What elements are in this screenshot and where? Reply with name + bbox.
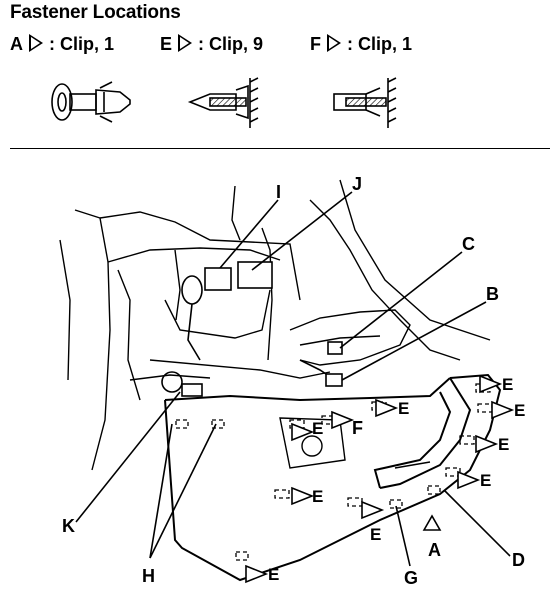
callout-j: J bbox=[352, 174, 362, 194]
clip-marker-icon bbox=[331, 410, 355, 430]
legend-key-a: A bbox=[10, 34, 23, 54]
clip-marker-icon bbox=[422, 514, 442, 531]
legend-key-e: E bbox=[160, 34, 173, 54]
legend-divider bbox=[10, 60, 550, 149]
clip-location-h3 bbox=[235, 551, 249, 561]
callout-e: E bbox=[502, 375, 513, 394]
callout-k: K bbox=[62, 516, 75, 536]
wire-harness bbox=[161, 261, 343, 397]
clip-locations bbox=[175, 383, 493, 561]
callout-e: E bbox=[312, 419, 323, 438]
legend-item-e: E : Clip, 9 bbox=[160, 34, 263, 55]
clip-f-illustration bbox=[333, 77, 397, 128]
callout-e: E bbox=[514, 401, 525, 420]
callout-e: E bbox=[480, 471, 491, 490]
callout-e: E bbox=[312, 487, 323, 506]
clip-marker-icon bbox=[291, 486, 315, 506]
clip-location-e6 bbox=[477, 403, 493, 413]
callout-c: C bbox=[462, 234, 475, 254]
clip-location-e3 bbox=[274, 489, 290, 499]
callout-e: E bbox=[498, 435, 509, 454]
clip-marker-icon bbox=[457, 470, 481, 490]
legend-text-a: : Clip, 1 bbox=[49, 34, 115, 54]
callout-a: A bbox=[428, 540, 441, 560]
callout-f: F bbox=[352, 418, 363, 438]
clip-marker-icon bbox=[491, 400, 515, 420]
clip-marker-icon bbox=[361, 500, 385, 520]
clip-marker-icon bbox=[327, 34, 341, 52]
trim-panel bbox=[164, 373, 502, 582]
leader-lines bbox=[75, 191, 511, 567]
callout-e: E bbox=[370, 525, 381, 544]
clip-marker-icon bbox=[245, 564, 269, 584]
callout-e: E bbox=[268, 565, 279, 584]
clip-location-e4 bbox=[347, 497, 363, 507]
clip-marker-icon bbox=[375, 398, 399, 418]
clip-marker-icon bbox=[479, 374, 503, 394]
clip-marker-icon bbox=[29, 34, 43, 52]
callout-b: B bbox=[486, 284, 499, 304]
callout-i: I bbox=[276, 182, 281, 202]
legend-key-f: F bbox=[310, 34, 321, 54]
clip-location-a bbox=[427, 485, 441, 495]
callout-h: H bbox=[142, 566, 155, 586]
callout-e: E bbox=[398, 399, 409, 418]
page-title: Fastener Locations bbox=[10, 2, 181, 23]
callout-g: G bbox=[404, 568, 418, 588]
clip-location-h2 bbox=[211, 419, 225, 429]
clip-e-illustration bbox=[187, 77, 259, 128]
callout-d: D bbox=[512, 550, 525, 570]
clip-location-h1 bbox=[175, 419, 189, 429]
clip-location-e7 bbox=[459, 435, 475, 445]
clip-a-illustration bbox=[51, 81, 131, 123]
clip-marker-icon bbox=[178, 34, 193, 52]
legend-text-f: : Clip, 1 bbox=[347, 34, 413, 54]
legend-item-a: A : Clip, 1 bbox=[10, 34, 114, 55]
vehicle-body-structure bbox=[59, 179, 491, 471]
clip-location-g bbox=[389, 499, 403, 509]
legend-text-e: : Clip, 9 bbox=[198, 34, 264, 54]
legend-item-f: F : Clip, 1 bbox=[310, 34, 412, 55]
clip-marker-icon bbox=[291, 422, 315, 442]
clip-marker-icon bbox=[475, 434, 499, 454]
callout-labels: I J C B K H G A D F E E E E E E E E E bbox=[62, 174, 525, 588]
clip-markers bbox=[245, 374, 515, 584]
